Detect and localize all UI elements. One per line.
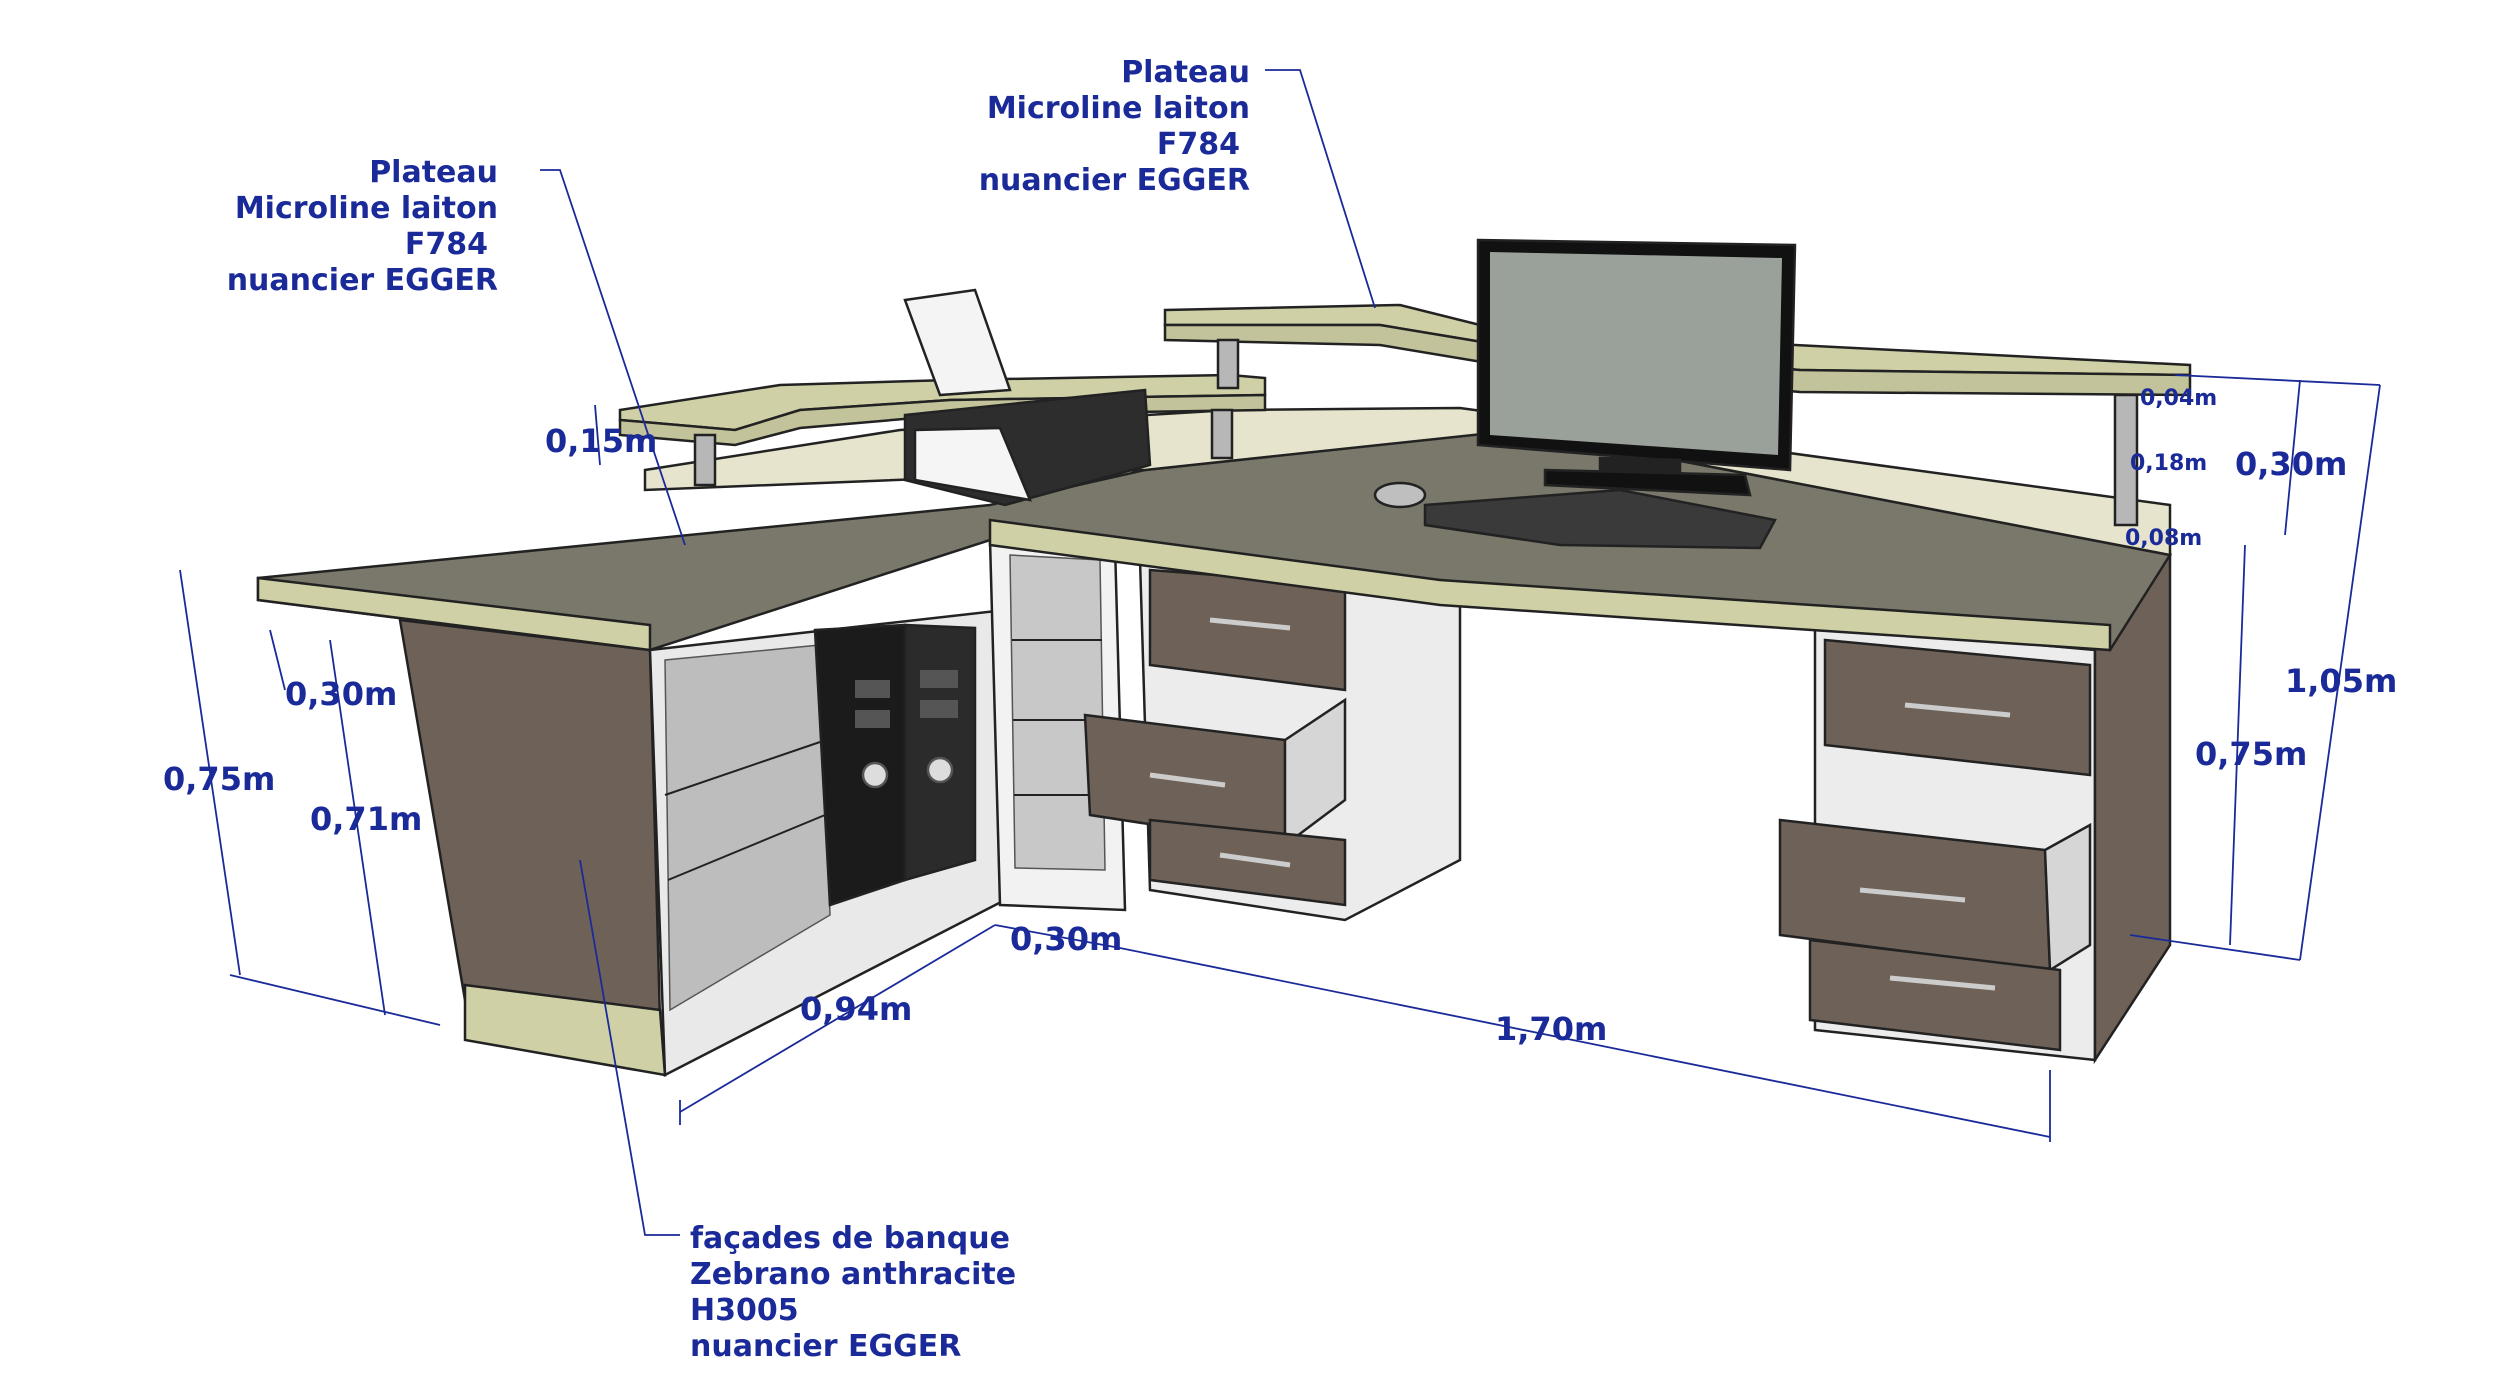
note-facades: façades de banque Zebrano anthracite H30… (690, 1221, 1016, 1364)
dim-shelf-height-left: 0,15m (545, 422, 657, 460)
dim-shelf-thickness: 0,04m (2140, 386, 2217, 411)
monitor (1476, 238, 1797, 497)
note-plateau-left-line1: Plateau (369, 155, 498, 190)
left-shelving-inner (664, 644, 831, 1012)
leader-facades (579, 859, 680, 1236)
keyboard (1423, 488, 1777, 550)
dim-return-length: 0,94m (800, 990, 912, 1028)
note-plateau-left-line4: nuancier EGGER (227, 263, 498, 298)
dim-base-offset: 0,08m (2125, 526, 2202, 551)
dim-total-height: 1,05m (2285, 662, 2397, 700)
dim-return-depth: 0,30m (285, 675, 397, 713)
note-plateau-left: Plateau Microline laiton F784 nuancier E… (227, 155, 498, 298)
mouse (1373, 481, 1427, 509)
note-facades-line3: H3005 (690, 1293, 799, 1328)
drawer-6 (1808, 938, 2062, 1052)
annotations (179, 69, 2381, 1236)
pc-towers (813, 623, 977, 907)
note-plateau-top-line4: nuancier EGGER (979, 163, 1250, 198)
drawer-3 (1148, 818, 1347, 907)
dim-desk-height-left: 0,75m (163, 760, 275, 798)
dim-corner-depth: 0,30m (1010, 920, 1122, 958)
dim-main-length: 1,70m (1495, 1010, 1607, 1048)
note-plateau-left-line3: F784 (405, 227, 488, 262)
note-plateau-top: Plateau Microline laiton F784 nuancier E… (979, 55, 1250, 198)
dim-shelf-total: 0,30m (2235, 445, 2347, 483)
dim-desk-height-right: 0,75m (2195, 735, 2307, 773)
note-facades-line2: Zebrano anthracite (690, 1257, 1016, 1292)
worktop-edge-front (988, 518, 2112, 652)
dim-shelf-gap: 0,18m (2130, 451, 2207, 476)
dim-inner-height: 0,71m (310, 800, 422, 838)
desk-drawing (256, 238, 2192, 1078)
note-plateau-top-line2: Microline laiton (987, 91, 1250, 126)
note-facades-line4: nuancier EGGER (690, 1329, 961, 1364)
note-facades-line1: façades de banque (690, 1221, 1010, 1256)
note-plateau-left-line2: Microline laiton (235, 191, 498, 226)
note-plateau-top-line3: F784 (1157, 127, 1240, 162)
worktop-edge-left (256, 576, 652, 652)
left-front-panel (398, 618, 662, 1022)
leader-plateau-left (540, 169, 686, 546)
note-plateau-top-line1: Plateau (1121, 55, 1250, 90)
printer (903, 288, 1152, 507)
leader-plateau-top (1265, 69, 1376, 309)
